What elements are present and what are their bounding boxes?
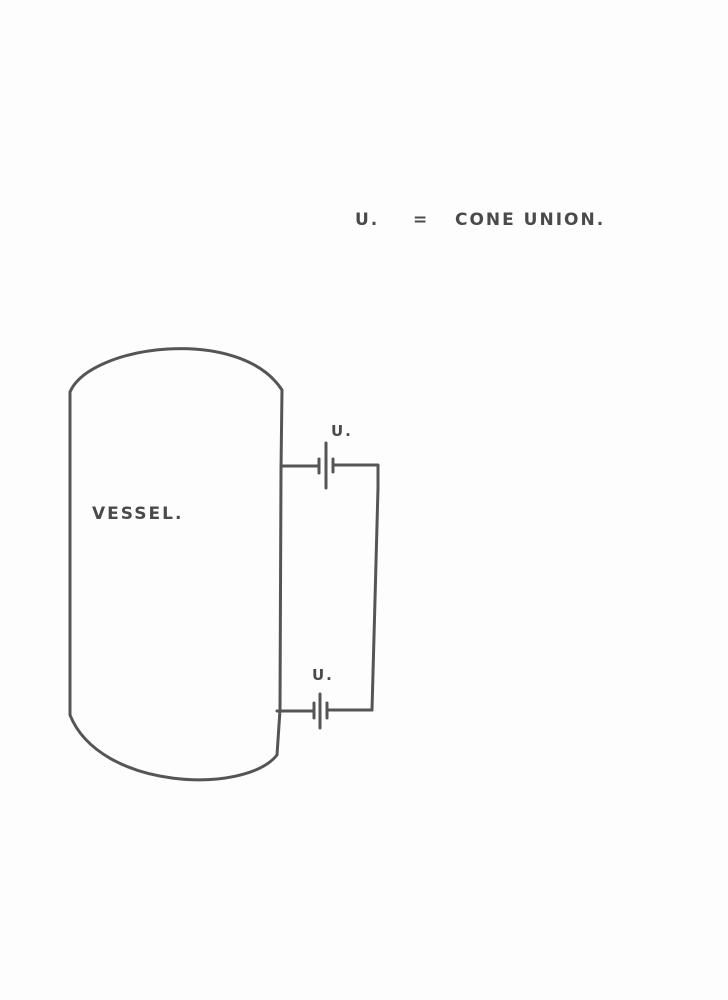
top-union: U. — [279, 422, 380, 712]
top-union-label: U. — [331, 422, 353, 440]
legend: U. = CONE UNION. — [355, 210, 605, 230]
return-pipe — [331, 463, 380, 712]
legend-meaning: CONE UNION. — [455, 210, 605, 230]
vessel-label: VESSEL. — [92, 504, 183, 524]
bottom-union-label: U. — [312, 666, 334, 684]
bottom-union: U. — [275, 666, 374, 730]
vessel-outline — [68, 347, 284, 782]
legend-symbol: U. — [355, 210, 379, 230]
legend-equals: = — [413, 210, 429, 230]
